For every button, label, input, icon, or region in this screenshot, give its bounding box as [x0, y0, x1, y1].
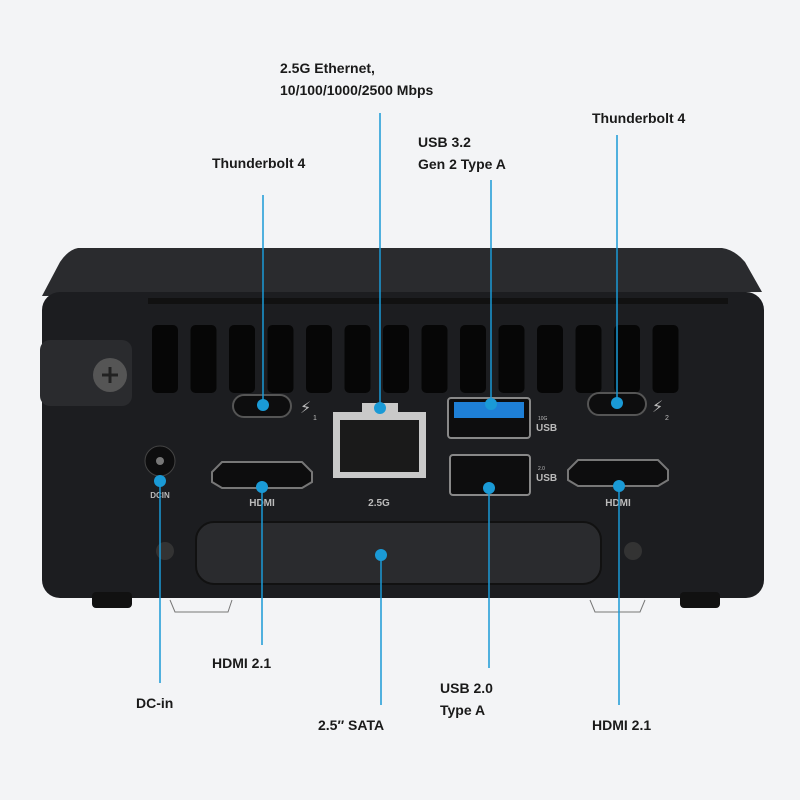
callout-dot	[374, 402, 386, 414]
usb-2-port	[449, 454, 531, 496]
vent-slot	[421, 325, 448, 393]
callout-dot	[257, 399, 269, 411]
thunderbolt-icon: ⚡	[652, 397, 663, 416]
vent-slot	[460, 325, 486, 393]
vent-slot	[190, 325, 217, 393]
callout-dot	[611, 397, 623, 409]
vent-slot	[344, 325, 371, 393]
label-thunderbolt-left: Thunderbolt 4	[212, 155, 306, 171]
vent-slot	[575, 325, 602, 393]
label-line: USB 2.0	[440, 680, 493, 696]
vent-slot	[383, 325, 409, 393]
thunderbolt-icon: ⚡	[300, 398, 311, 417]
label-line: Type A	[440, 702, 486, 718]
callout-dot	[154, 475, 166, 487]
label-thunderbolt-right: Thunderbolt 4	[592, 110, 686, 126]
hdmi-port-1	[211, 461, 313, 489]
hdmi-port-2	[567, 459, 669, 487]
screw-icon	[624, 542, 642, 560]
callout-dot	[483, 482, 495, 494]
vent-slot	[537, 325, 563, 393]
callout-dot	[485, 398, 497, 410]
callout-dot	[256, 481, 268, 493]
hdmi-mark: HDMI	[605, 498, 631, 509]
foot-right	[680, 592, 720, 608]
label-ethernet: 2.5G Ethernet, 10/100/1000/2500 Mbps	[280, 57, 433, 101]
callout-lines	[154, 113, 625, 705]
usb-mark: USB	[536, 423, 557, 434]
tb2-mark: 2	[665, 415, 669, 422]
vent-slot	[498, 325, 525, 393]
vent-slot	[152, 325, 178, 393]
callout-dot	[613, 480, 625, 492]
vent-slot	[306, 325, 332, 393]
label-line: USB 3.2	[418, 134, 471, 150]
vent-slot	[267, 325, 294, 393]
device-top	[42, 248, 762, 296]
label-sata: 2.5″ SATA	[318, 717, 385, 733]
callout-dot	[375, 549, 387, 561]
vent-slot	[614, 325, 640, 393]
label-hdmi-left: HDMI 2.1	[212, 655, 272, 671]
screw-icon	[156, 542, 174, 560]
label-line: Gen 2 Type A	[418, 156, 506, 172]
usb-mark: USB	[536, 473, 557, 484]
label-line: 10/100/1000/2500 Mbps	[280, 82, 434, 98]
eth-mark: 2.5G	[368, 498, 390, 509]
usb-20-mark: 2.0	[538, 466, 545, 472]
vent-slot	[229, 325, 255, 393]
tb1-mark: 1	[313, 415, 317, 422]
label-line: 2.5G Ethernet,	[280, 60, 375, 76]
sata-bay-cover	[195, 521, 602, 585]
label-dc-in: DC-in	[136, 695, 174, 711]
vent-grille	[152, 325, 679, 393]
vent-slot	[652, 325, 679, 393]
foot-left	[92, 592, 132, 608]
label-hdmi-right: HDMI 2.1	[592, 717, 652, 733]
usb-10g-mark: 10G	[538, 416, 548, 422]
